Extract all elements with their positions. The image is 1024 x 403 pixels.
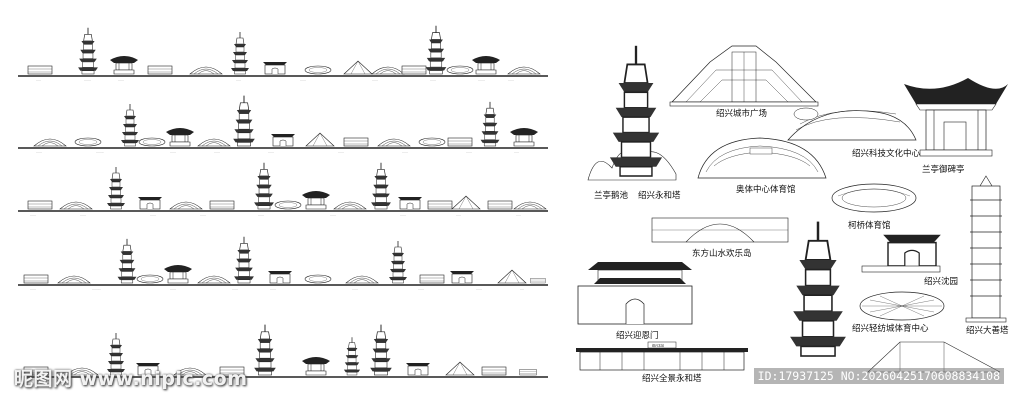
svg-text:······: ······ <box>232 287 238 291</box>
landmark-qingfang-center: 绍兴轻纺城体育中心 <box>852 291 945 334</box>
svg-text:······: ······ <box>170 150 176 154</box>
svg-text:······: ······ <box>372 78 378 82</box>
label-qingfang-center: 绍兴轻纺城体育中心 <box>852 323 929 334</box>
svg-text:······: ······ <box>30 287 36 291</box>
svg-text:······: ······ <box>418 287 424 291</box>
svg-text:······: ······ <box>352 287 358 291</box>
svg-text:······: ······ <box>330 213 336 217</box>
skyline-strip-5 <box>18 323 548 378</box>
landmark-north-station: 绍兴北站 绍兴全景永和塔 <box>576 341 748 384</box>
svg-text:·····: ····· <box>516 213 521 217</box>
label-dongfang-shanshui: 东方山水欢乐岛 <box>692 248 752 259</box>
strip-1-tiny-captions: ·················· ················· ···… <box>36 78 514 82</box>
svg-text:·····: ····· <box>456 213 461 217</box>
label-quanjing-yonghe: 绍兴全景永和塔 <box>642 373 702 384</box>
svg-text:······: ······ <box>402 150 408 154</box>
svg-text:······: ······ <box>36 150 42 154</box>
svg-text:······: ······ <box>300 78 306 82</box>
landmark-olympic-center: 奥体中心体育馆 <box>697 137 827 195</box>
landmark-dongfang-shanshui: 东方山水欢乐岛 <box>651 217 789 259</box>
landmark-keqiao-stadium: 柯桥体育馆 <box>831 183 917 231</box>
svg-text:······: ······ <box>270 287 276 291</box>
svg-text:·········: ········· <box>92 287 101 291</box>
svg-text:·····: ····· <box>36 78 41 82</box>
svg-text:········: ········ <box>96 150 104 154</box>
landmark-tech-center: 绍兴科技文化中心 <box>787 107 921 159</box>
label-tech-center: 绍兴科技文化中心 <box>852 148 921 159</box>
svg-text:······: ······ <box>80 213 86 217</box>
label-lanting-hechi: 兰亭鹅池 <box>594 190 629 201</box>
label-yubei-ting: 兰亭御碑亭 <box>922 164 965 175</box>
svg-text:······: ······ <box>30 213 36 217</box>
svg-text:······: ······ <box>430 78 436 82</box>
svg-text:······: ······ <box>150 213 156 217</box>
svg-text:······: ······ <box>466 150 472 154</box>
svg-text:·····: ····· <box>514 150 519 154</box>
svg-text:······: ······ <box>476 287 482 291</box>
svg-text:······: ······ <box>268 150 274 154</box>
svg-text:····: ···· <box>520 287 524 291</box>
label-shenyuan: 绍兴沈园 <box>924 276 958 287</box>
strip-2-tiny-captions: ···················· ·················· … <box>36 150 519 154</box>
label-keqiao-stadium: 柯桥体育馆 <box>848 220 891 231</box>
strip-3-tiny-captions: ······ ······ ······ ······ ······ ······ ··… <box>30 213 521 217</box>
landmark-yubei-ting: 兰亭御碑亭 <box>904 78 1008 175</box>
label-yonghe-ta: 绍兴永和塔 <box>638 190 681 201</box>
north-station-sign: 绍兴北站 <box>652 343 664 348</box>
svg-text:·····: ····· <box>236 78 241 82</box>
nipic-watermark: 昵图网 www.nipic.com <box>14 368 248 390</box>
strip-4-tiny-captions: ····················· ··················… <box>30 287 524 291</box>
landmark-lanting-hechi: 兰亭鹅池 绍兴永和塔 <box>587 44 681 201</box>
label-city-square: 绍兴城市广场 <box>716 108 767 119</box>
landmark-tall-pagoda <box>788 219 848 358</box>
skyline-strip-3: ······ ······ ······ ······ ······ ······ ··… <box>18 162 548 217</box>
landmark-shenyuan: 绍兴沈园 <box>861 234 958 287</box>
svg-text:······: ······ <box>338 150 344 154</box>
svg-text:······: ······ <box>508 78 514 82</box>
landmark-dashan-ta: 绍兴大善塔 <box>965 175 1009 336</box>
svg-text:······: ······ <box>214 150 220 154</box>
label-yingen-men: 绍兴迎恩门 <box>616 330 659 341</box>
svg-text:······: ······ <box>400 213 406 217</box>
label-dashan-ta: 绍兴大善塔 <box>966 325 1009 336</box>
skyline-strip-1: ·················· ················· ···… <box>18 25 548 82</box>
svg-text:·······: ······· <box>84 78 91 82</box>
label-olympic-center: 奥体中心体育馆 <box>736 184 796 195</box>
skyline-strip-2: ···················· ·················· … <box>18 94 548 154</box>
image-id-tag: ID:17937125 NO:20260425170608834108 <box>753 368 1004 384</box>
svg-text:·······: ······· <box>478 78 485 82</box>
svg-text:······: ······ <box>170 287 176 291</box>
svg-text:······: ······ <box>118 78 124 82</box>
landmark-city-square: 绍兴城市广场 <box>669 45 819 119</box>
svg-text:······: ······ <box>200 213 206 217</box>
landmark-yingen-men: 绍兴迎恩门 <box>577 262 693 341</box>
svg-text:······: ······ <box>258 213 264 217</box>
skyline-strip-4: ····················· ··················… <box>18 236 548 291</box>
